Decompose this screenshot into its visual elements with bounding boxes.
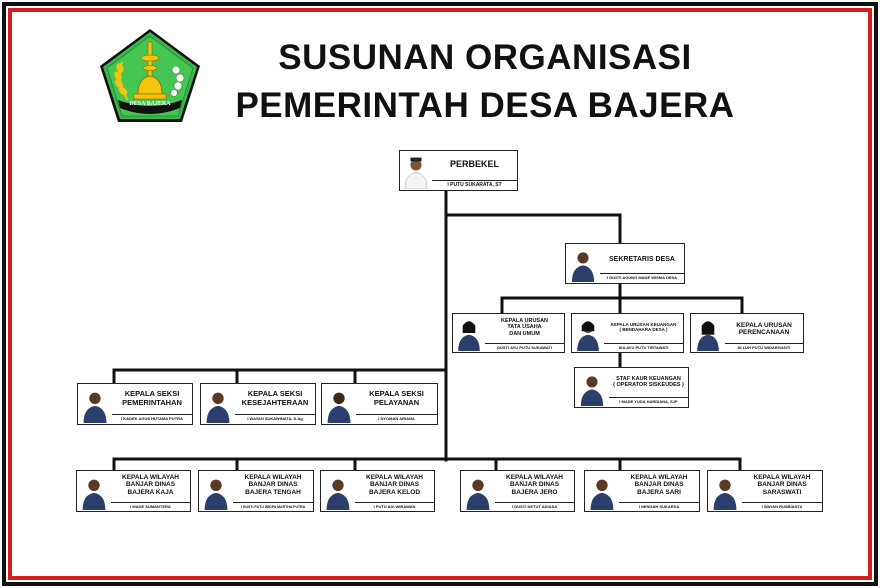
photo-kaur-perencanaan <box>692 315 724 351</box>
name-kawil-bajera-kelod: I PUTU ADI WIRAWAN <box>373 504 416 509</box>
photo-sekretaris <box>567 245 599 282</box>
role-sekretaris: SEKRETARIS DESA <box>609 256 675 263</box>
name-kawil-bajera-tengah: I GUSTI PUTU WIDPA MARTHA PUTRA <box>240 505 306 509</box>
card-separator <box>725 343 803 344</box>
card-separator <box>233 502 313 503</box>
photo-kaur-tu <box>454 315 484 351</box>
role-kawil-saraswati: KEPALA WILAYAH BANJAR DINAS SARASWATI <box>753 474 811 496</box>
card-kawil-bajera-jero: KEPALA WILAYAH BANJAR DINAS BAJERA JERO … <box>460 470 575 512</box>
name-perbekel: I PUTU SUKARATA, ST <box>447 182 502 188</box>
card-separator <box>485 343 564 344</box>
card-separator <box>742 502 822 503</box>
card-separator <box>609 397 688 398</box>
desa-bajera-logo: DESA BAJERA <box>98 28 202 124</box>
photo-kawil-bajera-jero <box>462 472 494 510</box>
inner-border <box>8 8 872 580</box>
card-separator <box>355 502 434 503</box>
card-kaur-tu: KEPALA URUSAN TATA USAHA DAN UMUM GUSTI … <box>452 313 565 353</box>
photo-staf-keuangan <box>576 369 608 406</box>
photo-kawil-bajera-kaja <box>78 472 110 510</box>
page-title-line2: PEMERINTAH DESA BAJERA <box>235 86 735 125</box>
role-kasi-pemerintahan: KEPALA SEKSI PEMERINTAHAN <box>122 389 182 407</box>
photo-kasi-kesejahteraan <box>202 385 234 423</box>
name-kaur-perencanaan: NI LUH PUTU WIDARIYANTI <box>737 345 791 350</box>
card-separator <box>356 414 437 415</box>
role-kasi-pelayanan: KEPALA SEKSI PELAYANAN <box>369 389 424 407</box>
card-kawil-bajera-kaja: KEPALA WILAYAH BANJAR DINAS BAJERA KAJA … <box>76 470 191 512</box>
card-separator <box>604 343 683 344</box>
name-kasi-kesejahteraan: I WAYAN SUKAWINATA, S.Ag <box>247 416 303 421</box>
photo-perbekel <box>401 152 431 189</box>
role-kawil-bajera-tengah: KEPALA WILAYAH BANJAR DINAS BAJERA TENGA… <box>244 474 302 496</box>
logo-ribbon-text: DESA BAJERA <box>129 101 171 107</box>
card-separator <box>600 273 684 274</box>
role-kaur-tu: KEPALA URUSAN TATA USAHA DAN UMUM <box>500 318 549 337</box>
role-kawil-bajera-sari: KEPALA WILAYAH BANJAR DINAS BAJERA SARI <box>630 474 688 496</box>
card-staf-keuangan: STAF KAUR KEUANGAN ( OPERATOR SISKEUDES … <box>574 367 689 408</box>
card-kasi-pemerintahan: KEPALA SEKSI PEMERINTAHAN I KADEK AGUS H… <box>77 383 193 425</box>
card-kasi-pelayanan: KEPALA SEKSI PELAYANAN I NYOMAN ARIANA <box>321 383 438 425</box>
photo-kaur-keuangan <box>573 315 603 351</box>
role-perbekel: PERBEKEL <box>449 159 499 169</box>
name-kaur-tu: GUSTI AYU PUTU SUKAWATI <box>496 345 553 350</box>
name-kasi-pelayanan: I NYOMAN ARIANA <box>378 416 415 421</box>
card-kawil-bajera-tengah: KEPALA WILAYAH BANJAR DINAS BAJERA TENGA… <box>198 470 314 512</box>
role-kaur-keuangan: KEPALA URUSAN KEUANGAN ( BENDAHARA DESA … <box>610 322 677 333</box>
photo-kawil-bajera-tengah <box>200 472 232 510</box>
name-kawil-saraswati: I WAYAN RUSBIANTA <box>761 504 803 509</box>
card-kawil-saraswati: KEPALA WILAYAH BANJAR DINAS SARASWATI I … <box>707 470 823 512</box>
role-kawil-bajera-kelod: KEPALA WILAYAH BANJAR DINAS BAJERA KELOD <box>366 474 423 496</box>
card-kaur-perencanaan: KEPALA URUSAN PERENCANAAN NI LUH PUTU WI… <box>690 313 804 353</box>
name-kawil-bajera-kaja: I MADE SUMANTERA <box>130 504 171 509</box>
role-kaur-perencanaan: KEPALA URUSAN PERENCANAAN <box>736 322 792 337</box>
photo-kawil-bajera-kelod <box>322 472 354 510</box>
role-kasi-kesejahteraan: KEPALA SEKSI KESEJAHTERAAN <box>241 389 309 407</box>
card-separator <box>619 502 699 503</box>
card-separator <box>495 502 574 503</box>
card-separator <box>432 180 517 181</box>
card-kasi-kesejahteraan: KEPALA SEKSI KESEJAHTERAAN I WAYAN SUKAW… <box>200 383 316 425</box>
card-separator <box>111 502 190 503</box>
card-kawil-bajera-kelod: KEPALA WILAYAH BANJAR DINAS BAJERA KELOD… <box>320 470 435 512</box>
card-separator <box>235 414 315 415</box>
name-staf-keuangan: I MADE YUDA HARDIANA, SJP <box>619 399 678 404</box>
name-kawil-bajera-jero: I GUSTI KETUT ADIASA <box>511 504 558 509</box>
card-perbekel: PERBEKEL I PUTU SUKARATA, ST <box>399 150 518 191</box>
photo-kasi-pemerintahan <box>79 385 111 423</box>
card-sekretaris: SEKRETARIS DESA I GUSTI AGUNG MADE WISMA… <box>565 243 685 284</box>
photo-kawil-bajera-sari <box>586 472 618 510</box>
role-staf-keuangan: STAF KAUR KEUANGAN ( OPERATOR SISKEUDES … <box>613 376 684 389</box>
role-kawil-bajera-kaja: KEPALA WILAYAH BANJAR DINAS BAJERA KAJA <box>122 474 179 496</box>
name-kaur-keuangan: IDA AYU PUTU TIRTAWATI <box>618 345 669 350</box>
name-sekretaris: I GUSTI AGUNG MADE WISMA DESA <box>606 275 678 280</box>
card-separator <box>112 414 192 415</box>
role-kawil-bajera-jero: KEPALA WILAYAH BANJAR DINAS BAJERA JERO <box>506 474 563 496</box>
name-kawil-bajera-sari: I NENGAH SUKARSA <box>638 504 680 509</box>
name-kasi-pemerintahan: I KADEK AGUS HUTAMA PUTRA <box>121 416 183 421</box>
card-kaur-keuangan: KEPALA URUSAN KEUANGAN ( BENDAHARA DESA … <box>571 313 684 353</box>
page-title-line1: SUSUNAN ORGANISASI <box>278 38 692 77</box>
photo-kawil-saraswati <box>709 472 741 510</box>
photo-kasi-pelayanan <box>323 385 355 423</box>
card-kawil-bajera-sari: KEPALA WILAYAH BANJAR DINAS BAJERA SARI … <box>584 470 700 512</box>
